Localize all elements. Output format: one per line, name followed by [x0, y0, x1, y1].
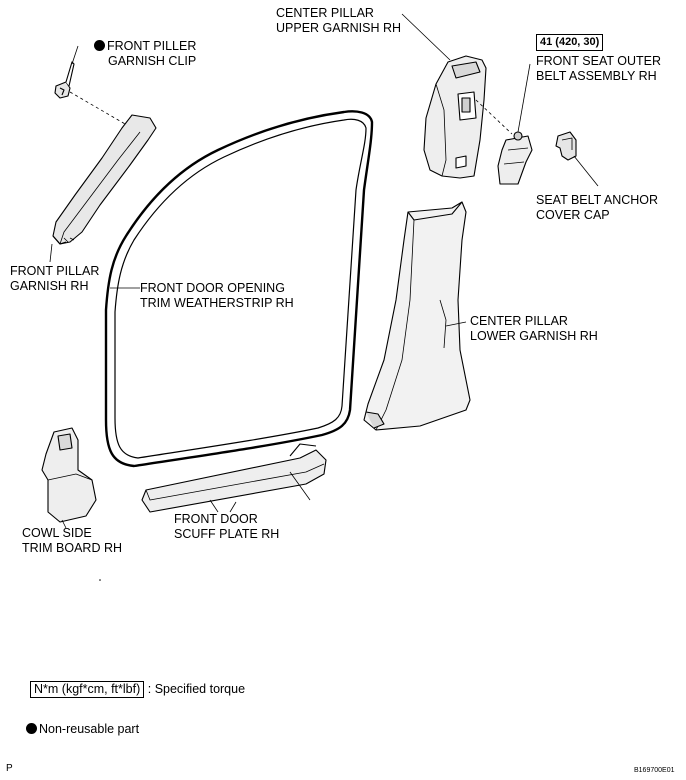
clip-dashed-leader [69, 91, 133, 129]
belt-dashed-leader [475, 99, 513, 135]
label-cowl-side-trim-board: COWL SIDE TRIM BOARD RH [22, 526, 122, 555]
footer-letter: P [6, 763, 13, 774]
label-weatherstrip: FRONT DOOR OPENING TRIM WEATHERSTRIP RH [140, 281, 294, 310]
label-seat-belt-anchor-cap: SEAT BELT ANCHOR COVER CAP [536, 193, 659, 222]
legend-non-reusable: Non-reusable part [26, 722, 139, 737]
label-center-pillar-lower-garnish: CENTER PILLAR LOWER GARNISH RH [470, 314, 598, 343]
label-front-piller-garnish-clip: FRONT PILLER GARNISH CLIP [94, 39, 196, 69]
footer-code: B169700E01 [634, 767, 675, 774]
label-front-door-scuff-plate: FRONT DOOR SCUFF PLATE RH [174, 512, 280, 541]
leader-lines [49, 13, 451, 529]
non-reusable-dot-icon [94, 40, 105, 51]
cowl-side-trim-board-part [41, 427, 97, 523]
legend-dot-icon [26, 723, 37, 734]
seat-belt-anchor-cover-cap-part [555, 131, 599, 187]
front-piller-garnish-clip-part [54, 61, 75, 99]
legend-torque-text: : Specified torque [147, 682, 246, 696]
legend-torque: N*m (kgf*cm, ft*lbf) : Specified torque [30, 681, 245, 698]
seat-belt-assembly-part [497, 63, 533, 185]
label-seat-belt-assembly: FRONT SEAT OUTER BELT ASSEMBLY RH [536, 54, 662, 83]
label-front-pillar-garnish: FRONT PILLAR GARNISH RH [10, 264, 100, 293]
front-door-scuff-plate-part [141, 443, 327, 513]
front-pillar-garnish-part [52, 114, 157, 245]
center-pillar-upper-garnish-part [423, 55, 487, 179]
weatherstrip-part [104, 110, 374, 468]
legend-torque-box: N*m (kgf*cm, ft*lbf) [30, 681, 145, 698]
torque-spec-box: 41 (420, 30) [536, 34, 604, 51]
label-center-pillar-upper-garnish: CENTER PILLAR UPPER GARNISH RH [276, 6, 402, 35]
legend-non-reusable-text: Non-reusable part [39, 722, 140, 736]
stray-dot [99, 579, 101, 581]
lower-garnish-leader [445, 321, 467, 327]
center-pillar-lower-garnish-part [363, 201, 471, 431]
